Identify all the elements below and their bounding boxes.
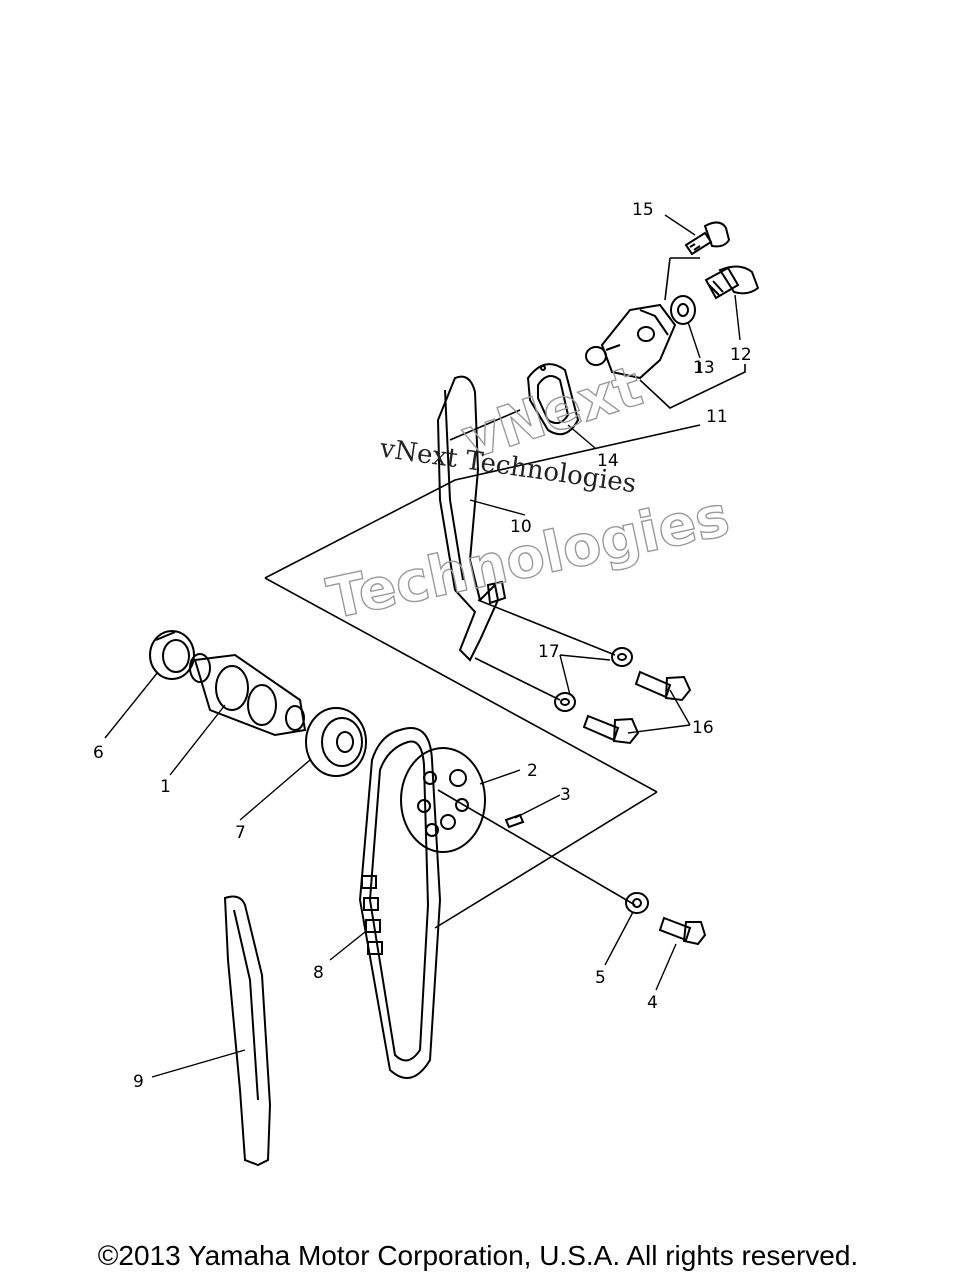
callout-16: 16 [692, 718, 714, 738]
bolt-16-upper-icon [634, 670, 692, 702]
callout-9: 9 [133, 1072, 144, 1092]
watermark: vNext Technologies vNext Technologies [321, 353, 735, 633]
callout-8: 8 [313, 963, 324, 983]
callout-4: 4 [647, 993, 658, 1013]
watermark-line2: Technologies [322, 484, 735, 632]
dowel-pin-3-icon [504, 813, 525, 829]
tensioner-11-icon [585, 303, 677, 380]
callout-7: 7 [235, 823, 246, 843]
washer-5-icon [625, 892, 649, 914]
callout-15: 15 [632, 200, 654, 220]
bolt-4-icon [658, 916, 707, 946]
callout-1: 1 [160, 777, 171, 797]
sprocket-2-icon [400, 747, 486, 853]
gasket-14-icon [526, 363, 580, 436]
camshaft-chain-diagram: vNext Technologies vNext Technologies 1 … [93, 200, 760, 1167]
bolt-15-icon [684, 221, 731, 256]
cam-chain-8-icon [358, 727, 442, 1079]
chain-guide-10-icon [436, 375, 507, 662]
callout-13: 13 [693, 358, 715, 378]
copyright-footer: ©2013 Yamaha Motor Corporation, U.S.A. A… [97, 1240, 859, 1271]
chain-guide-9-icon [223, 895, 272, 1167]
washer-17-upper-icon [611, 647, 633, 667]
callout-2: 2 [527, 761, 538, 781]
bearing-6-icon [149, 630, 195, 680]
callout-14: 14 [597, 451, 619, 471]
leader-lines [264, 257, 746, 929]
bearing-7-icon [305, 707, 367, 777]
callout-5: 5 [595, 968, 606, 988]
callout-labels: 1 2 3 4 5 6 7 8 9 10 11 12 13 14 15 16 1… [93, 200, 752, 1092]
callout-17: 17 [538, 642, 560, 662]
washer-13-icon [670, 295, 696, 325]
callout-10: 10 [510, 517, 532, 537]
callout-leaders [104, 214, 741, 1078]
callout-12: 12 [730, 345, 752, 365]
callout-6: 6 [93, 743, 104, 763]
camshaft-1-icon [189, 653, 307, 737]
callout-11: 11 [706, 407, 728, 427]
callout-3: 3 [560, 785, 571, 805]
bolt-16-lower-icon [582, 714, 640, 745]
plug-12-icon [704, 265, 760, 300]
washer-17-lower-icon [554, 692, 576, 712]
